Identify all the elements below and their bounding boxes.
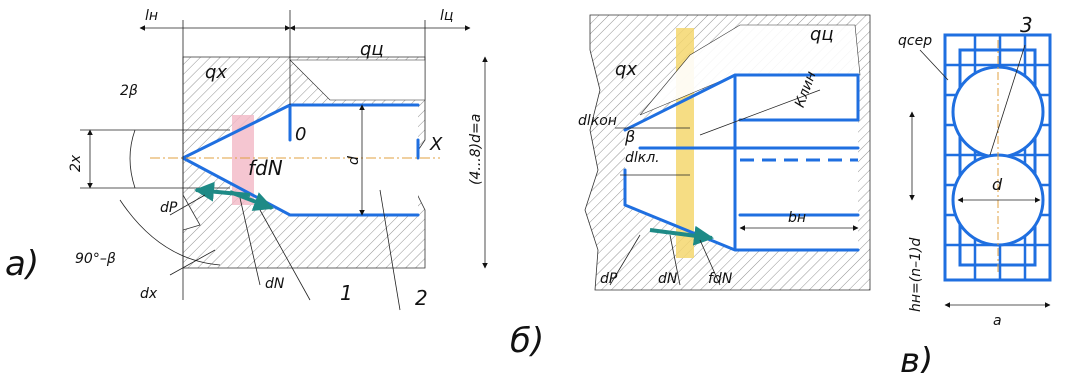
label-dp: dP: [160, 200, 178, 216]
angle-90-beta-arc: [119, 199, 221, 266]
leader-qser: [919, 49, 949, 81]
leader-dp-b: [609, 234, 641, 286]
panel-a-caption: а): [5, 244, 39, 284]
label-v-a: a: [993, 313, 1002, 329]
leader-dp: [169, 194, 206, 216]
label-lts: lц: [440, 8, 453, 24]
leader-dn-b: [669, 234, 681, 286]
label-v-d: d: [992, 175, 1003, 194]
label-b-fdn: fdN: [708, 271, 733, 287]
label-b-dlkon: dlкон: [578, 113, 617, 129]
leader-klin: [699, 89, 821, 136]
panel-a: lн lц qx qц 2β 2x 0 X fdN d (4...8)d=a d…: [5, 8, 488, 311]
panel-v-caption: в): [900, 341, 933, 373]
panel-v: qсер 3 d hн=(n–1)d a в): [898, 13, 1052, 373]
label-length: (4...8)d=a: [468, 114, 484, 185]
panel-b: qц qx Клин dlкон β dlкл. bн dP dN fdN б): [510, 14, 871, 361]
leader-ref3: [989, 44, 1026, 156]
dim-dx: [169, 249, 216, 276]
label-dn: dN: [265, 276, 285, 292]
label-b-dn: dN: [658, 271, 678, 287]
label-fdn: fdN: [248, 156, 283, 180]
panel-a-load-diagram: [289, 59, 426, 101]
label-b-beta: β: [624, 127, 635, 146]
label-2x: 2x: [68, 154, 84, 172]
panel-v-grid-frame: [943, 33, 1052, 282]
label-b-qts: qц: [810, 24, 834, 45]
panel-b-caption: б): [510, 321, 544, 361]
panel-b-outline: [623, 73, 860, 252]
label-b-dlkl: dlкл.: [625, 150, 660, 166]
label-ref2: 2: [415, 286, 428, 310]
label-qts: qц: [360, 39, 384, 60]
label-v-hn: hн=(n–1)d: [908, 238, 924, 312]
panel-a-pink-band: [232, 115, 254, 205]
label-ref1: 1: [340, 281, 353, 305]
label-zero: 0: [295, 124, 306, 145]
label-dx: dx: [140, 286, 158, 302]
label-d: d: [346, 156, 362, 165]
leader-2: [379, 189, 401, 311]
leader-1: [259, 209, 311, 301]
label-x-axis: X: [429, 134, 443, 155]
label-qx: qx: [205, 62, 227, 83]
label-b-bn: bн: [788, 210, 806, 226]
force-dn-arrow-b: [649, 225, 714, 246]
angle-2beta-arc: [129, 129, 136, 189]
label-v-ref3: 3: [1020, 13, 1033, 37]
label-b-dp: dP: [600, 271, 618, 287]
leader-fdn-b: [699, 239, 721, 286]
leader-dn: [239, 197, 261, 286]
label-2beta: 2β: [120, 83, 138, 99]
label-v-qser: qсер: [898, 33, 932, 49]
label-angle: 90°–β: [75, 251, 116, 267]
label-b-qx: qx: [615, 59, 637, 80]
label-ln: lн: [145, 8, 158, 24]
force-dn-arrow: [229, 190, 274, 211]
